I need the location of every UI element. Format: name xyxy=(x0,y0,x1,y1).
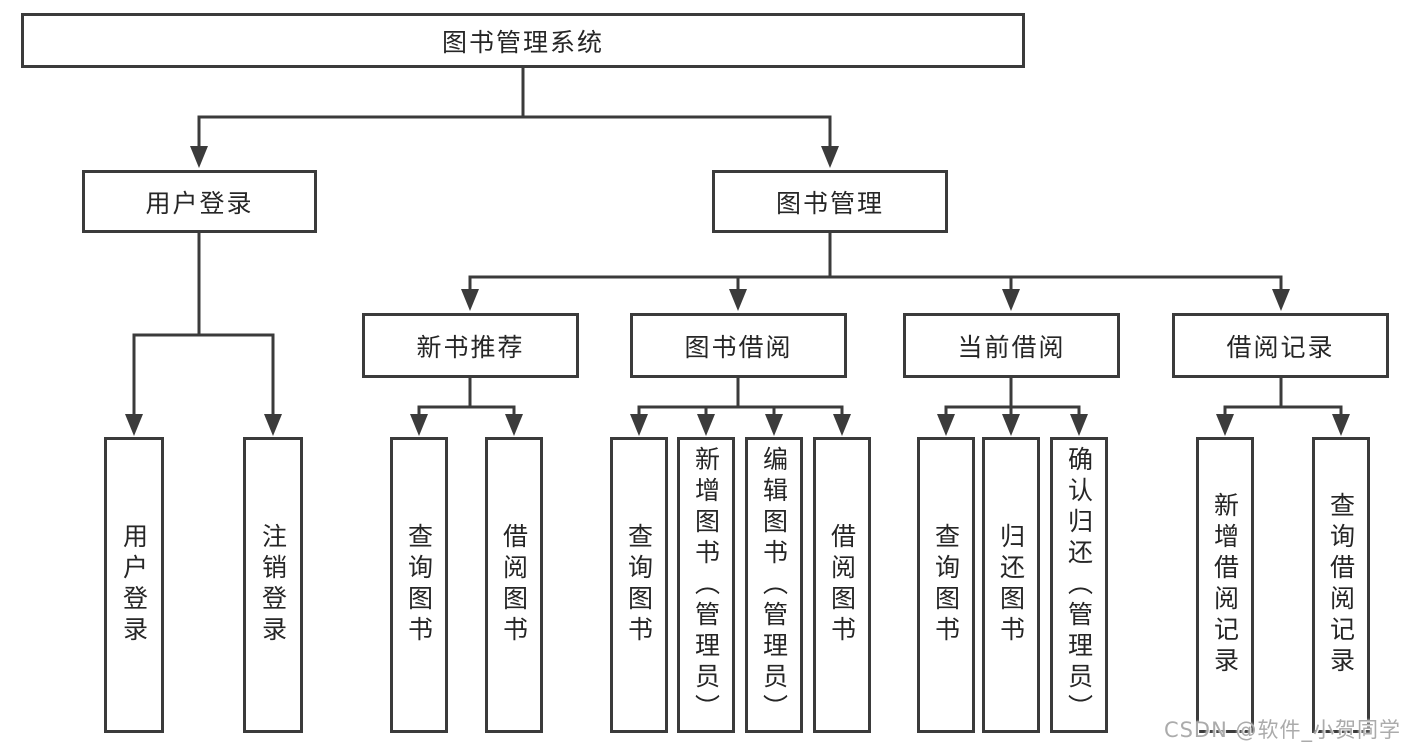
leaf-query-borrow-record: 查询借阅记录 xyxy=(1312,437,1370,733)
node-label: 查询图书 xyxy=(931,523,961,647)
connector-newbook-branch xyxy=(417,405,516,414)
arrowhead xyxy=(833,414,851,436)
connector-branch-level2 xyxy=(468,275,1283,289)
arrowhead xyxy=(125,414,143,436)
node-label: 注销登录 xyxy=(258,523,288,647)
node-label: 借阅记录 xyxy=(1226,332,1335,362)
connector-records-branch xyxy=(1223,405,1343,414)
leaf-add-borrow-record: 新增借阅记录 xyxy=(1196,437,1254,733)
arrowhead xyxy=(1272,289,1290,311)
arrowhead xyxy=(765,414,783,436)
arrowhead xyxy=(729,289,747,311)
leaf-edit-book-admin: 编辑图书（管理员） xyxy=(745,437,803,733)
arrowhead xyxy=(1332,414,1350,436)
node-label: 当前借阅 xyxy=(957,332,1066,362)
leaf-query-books-current: 查询图书 xyxy=(917,437,975,733)
arrowhead xyxy=(410,414,428,436)
arrowhead xyxy=(1216,414,1234,436)
node-label: 图书管理系统 xyxy=(441,27,604,57)
node-label: 查询图书 xyxy=(624,523,654,647)
node-label: 借阅图书 xyxy=(827,523,857,647)
node-label: 归还图书 xyxy=(996,523,1026,647)
connector-bookborrow-branch xyxy=(637,405,844,414)
arrowhead xyxy=(461,289,479,311)
leaf-add-book-admin: 新增图书（管理员） xyxy=(677,437,735,733)
node-book-borrowing: 图书借阅 xyxy=(630,313,847,378)
connector-userlogin-branch xyxy=(132,333,275,414)
node-user-login: 用户登录 xyxy=(82,170,317,233)
leaf-query-books-recommend: 查询图书 xyxy=(390,437,448,733)
arrowhead xyxy=(821,146,839,168)
node-label: 确认归还（管理员） xyxy=(1064,445,1094,725)
node-label: 图书管理 xyxy=(775,188,884,218)
node-label: 查询借阅记录 xyxy=(1326,492,1356,678)
node-new-book-recommendation: 新书推荐 xyxy=(362,313,579,378)
watermark: CSDN @软件_小贺同学 xyxy=(1163,718,1401,742)
arrowhead xyxy=(1070,414,1088,436)
leaf-user-login: 用户登录 xyxy=(104,437,164,733)
node-borrowing-records: 借阅记录 xyxy=(1172,313,1389,378)
node-label: 用户登录 xyxy=(145,188,254,218)
arrowhead xyxy=(1002,414,1020,436)
leaf-return-book: 归还图书 xyxy=(982,437,1040,733)
node-book-management: 图书管理 xyxy=(712,170,948,233)
leaf-query-books-borrow: 查询图书 xyxy=(610,437,668,733)
arrowhead xyxy=(190,146,208,168)
arrowhead xyxy=(1002,289,1020,311)
arrowhead xyxy=(697,414,715,436)
node-label: 新增借阅记录 xyxy=(1210,492,1240,678)
node-current-borrowing: 当前借阅 xyxy=(903,313,1120,378)
leaf-confirm-return-admin: 确认归还（管理员） xyxy=(1050,437,1108,733)
node-label: 新书推荐 xyxy=(416,332,525,362)
node-library-management-system: 图书管理系统 xyxy=(21,13,1025,68)
arrowhead xyxy=(937,414,955,436)
arrowhead xyxy=(505,414,523,436)
node-label: 图书借阅 xyxy=(684,332,793,362)
leaf-borrow-books: 借阅图书 xyxy=(813,437,871,733)
node-label: 新增图书（管理员） xyxy=(691,445,721,725)
node-label: 编辑图书（管理员） xyxy=(759,445,789,725)
node-label: 查询图书 xyxy=(404,523,434,647)
connector-branch-level1 xyxy=(197,115,832,146)
leaf-logout: 注销登录 xyxy=(243,437,303,733)
leaf-borrow-books-recommend: 借阅图书 xyxy=(485,437,543,733)
arrowhead xyxy=(264,414,282,436)
node-label: 用户登录 xyxy=(119,523,149,647)
node-label: 借阅图书 xyxy=(499,523,529,647)
arrowhead xyxy=(630,414,648,436)
